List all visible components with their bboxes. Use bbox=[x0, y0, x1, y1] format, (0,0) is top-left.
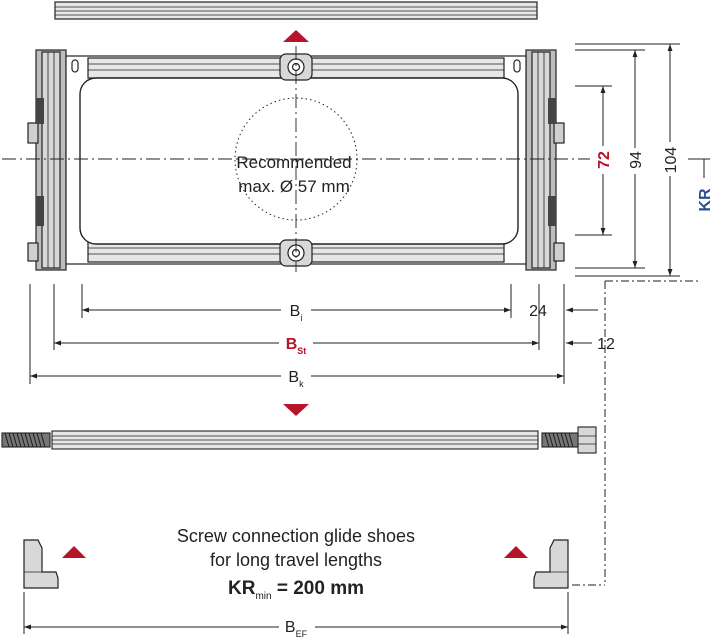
kr-min-main: KR bbox=[228, 578, 256, 599]
glide-shoe-left bbox=[23, 539, 59, 589]
dim-104-label: 104 bbox=[663, 147, 680, 174]
dim-bef-sub: EF bbox=[296, 629, 308, 639]
dim-bk-main: B bbox=[288, 369, 299, 386]
top-crossbar-profile bbox=[54, 1, 538, 20]
red-arrow-up-right bbox=[504, 546, 528, 558]
dim-94-label: 94 bbox=[628, 151, 645, 169]
dim-bi-main: B bbox=[290, 303, 301, 320]
dim-bst-main: B bbox=[286, 336, 298, 353]
glide-shoe-right bbox=[533, 539, 569, 589]
dim-bk-label: Bk bbox=[288, 369, 304, 389]
dim-12-label: 12 bbox=[597, 336, 615, 353]
dim-bst-label: BSt bbox=[286, 336, 307, 356]
dim-bst-sub: St bbox=[297, 346, 306, 356]
kr-min-sub: min bbox=[255, 591, 271, 602]
dim-bef-main: B bbox=[285, 619, 296, 636]
red-arrow-up-top bbox=[283, 30, 309, 42]
kr-min-label: KRmin = 200 mm bbox=[228, 578, 364, 602]
recommended-label-line1: Recommended bbox=[236, 153, 351, 172]
chain-link-front-view bbox=[27, 49, 565, 271]
glide-text-line2: for long travel lengths bbox=[210, 550, 382, 570]
recommended-label-line2: max. Ø 57 mm bbox=[238, 177, 349, 196]
dim-bi-sub: i bbox=[300, 313, 302, 323]
vertical-dimension-lines bbox=[575, 43, 710, 277]
dim-kr-label: KR bbox=[697, 188, 713, 212]
dim-bi-label: Bi bbox=[290, 303, 303, 323]
kr-reference-line bbox=[572, 280, 700, 586]
glide-text-line1: Screw connection glide shoes bbox=[177, 526, 415, 546]
dim-72-label: 72 bbox=[596, 151, 613, 169]
kr-min-value: = 200 mm bbox=[272, 578, 364, 599]
dim-24-label: 24 bbox=[529, 303, 547, 320]
screw-crossbar-profile bbox=[1, 426, 597, 454]
recommended-cable-circle bbox=[234, 97, 358, 221]
dim-bef-label: BEF bbox=[285, 619, 308, 639]
horizontal-dimension-lines bbox=[29, 284, 598, 384]
center-lines bbox=[2, 46, 590, 272]
red-arrow-down-middle bbox=[283, 404, 309, 416]
dim-bk-sub: k bbox=[299, 379, 304, 389]
red-arrow-up-left bbox=[62, 546, 86, 558]
